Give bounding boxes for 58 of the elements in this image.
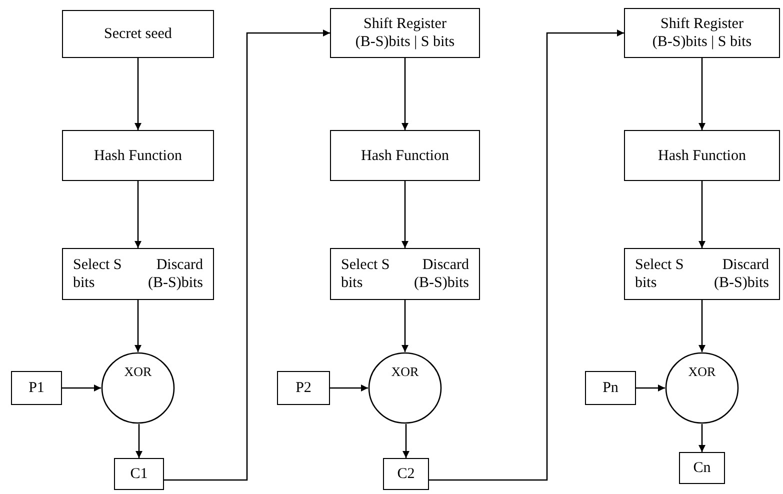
process-box [62, 130, 214, 181]
arrow [698, 58, 706, 130]
node-label: (B-S)bits | S bits [355, 33, 455, 51]
node-label: Shift Register [364, 15, 446, 33]
process-box [330, 248, 480, 300]
process-box [114, 458, 164, 490]
node-label: Select S bits [341, 256, 391, 292]
xor-circle [101, 352, 175, 424]
xor-circle [665, 352, 739, 424]
node-label: Pn [602, 379, 618, 397]
node-label: C1 [130, 465, 148, 483]
arrow [429, 30, 624, 481]
arrow [698, 424, 706, 452]
process-box [624, 8, 780, 58]
node-label: P2 [296, 379, 312, 397]
process-box [11, 371, 62, 405]
process-box [624, 248, 780, 300]
arrow [636, 384, 665, 392]
node-label: Discard (B-S)bits [412, 256, 469, 292]
node-label: P1 [28, 379, 44, 397]
arrow [402, 300, 408, 352]
process-box [585, 371, 636, 405]
arrow [402, 181, 408, 248]
node-label: Hash Function [94, 146, 182, 164]
node-label: Select S bits [635, 256, 685, 292]
process-box [277, 371, 330, 405]
process-box [679, 452, 725, 484]
node-label: Hash Function [361, 146, 449, 164]
xor-circle [368, 352, 442, 424]
arrow [402, 58, 408, 130]
node-label: Shift Register [660, 15, 744, 33]
node-label: Discard (B-S)bits [712, 256, 769, 292]
node-label: XOR [391, 364, 419, 380]
process-box [62, 10, 214, 58]
arrow [134, 58, 142, 130]
process-box [330, 130, 480, 181]
arrow [164, 30, 330, 481]
process-box [624, 130, 780, 181]
node-label: Select S bits [73, 256, 123, 292]
node-label: C2 [397, 465, 415, 483]
arrow [698, 181, 706, 248]
arrow [134, 300, 142, 352]
node-label: XOR [124, 364, 152, 380]
node-label: Secret seed [104, 25, 172, 43]
node-label: (B-S)bits | S bits [652, 33, 752, 51]
arrow [330, 384, 368, 392]
process-box [330, 8, 480, 58]
process-box [62, 248, 214, 300]
arrow [402, 424, 410, 458]
arrow [136, 424, 142, 458]
arrow [698, 300, 706, 352]
node-label: Cn [693, 459, 711, 477]
node-label: XOR [688, 364, 716, 380]
node-label: Discard (B-S)bits [146, 256, 203, 292]
arrow [62, 384, 101, 392]
process-box [383, 458, 429, 490]
node-label: Hash Function [658, 146, 746, 164]
arrow [134, 181, 142, 248]
